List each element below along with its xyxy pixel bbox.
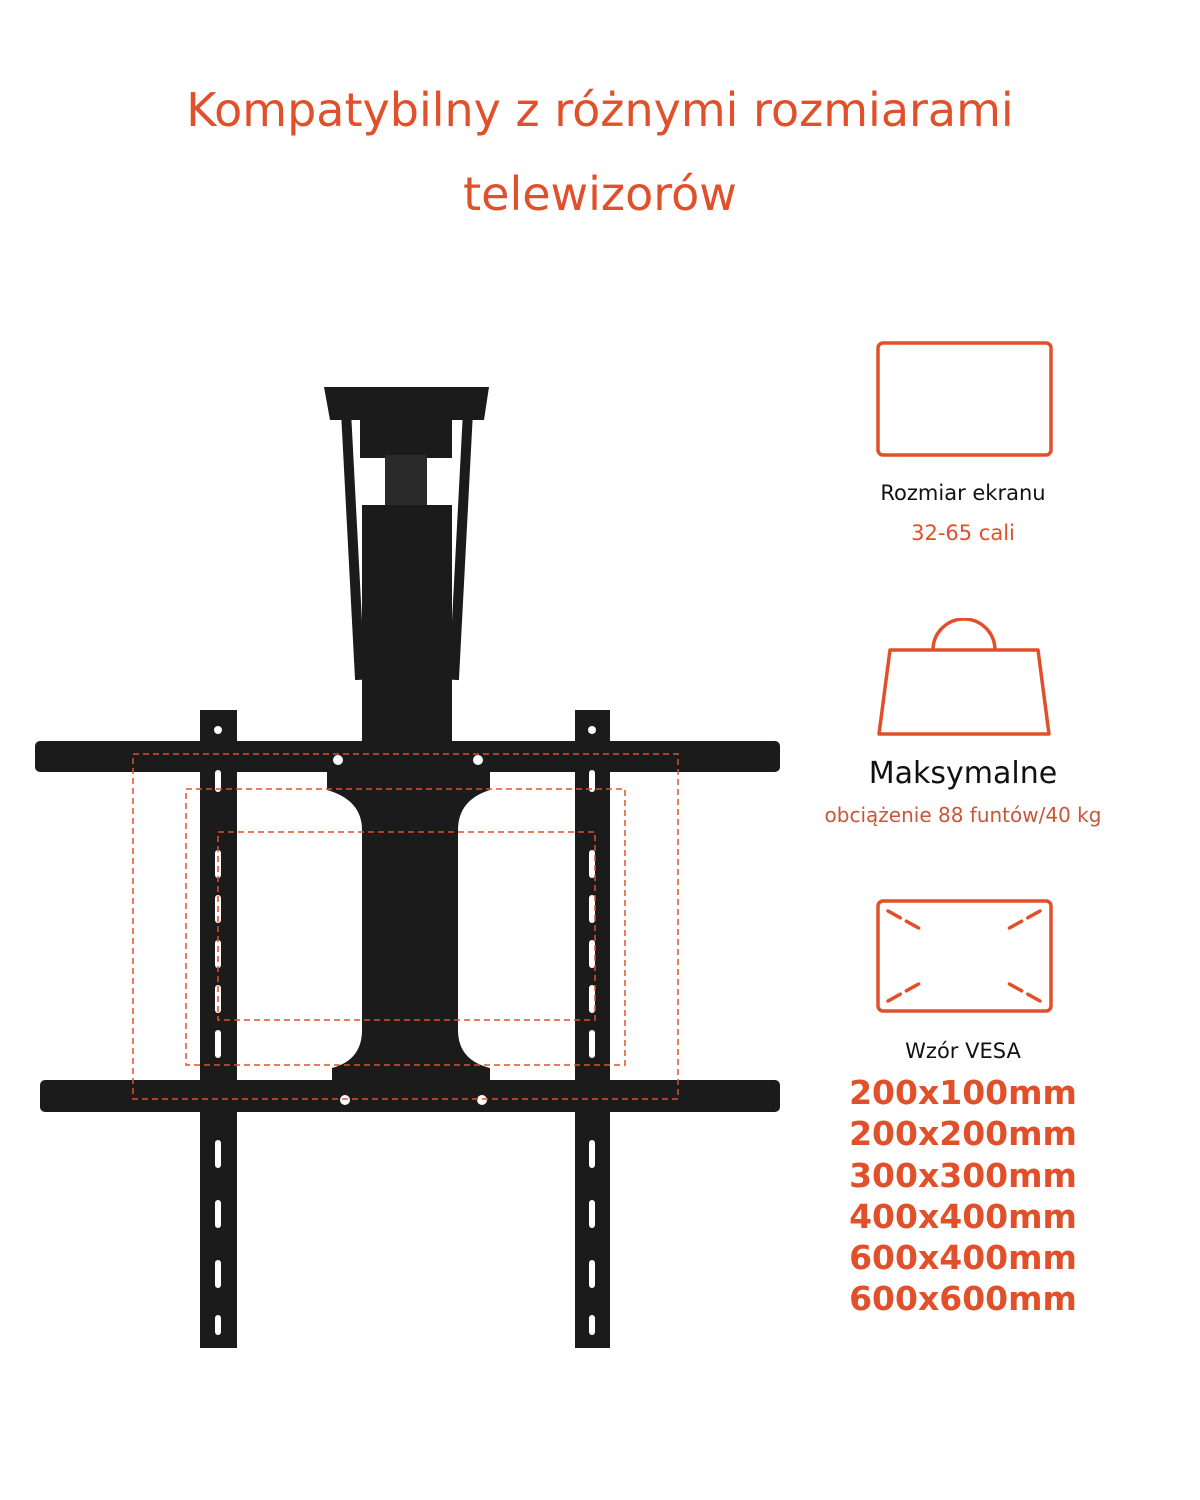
screen-icon [876,341,1053,457]
vesa-sizes-list: 200x100mm 200x200mm 300x300mm 400x400mm … [793,1072,1133,1320]
vesa-size: 200x100mm [849,1073,1077,1112]
title-line-2: telewizorów [463,167,737,221]
screen-size-label: Rozmiar ekranu [880,481,1046,505]
screen-size-value: 32-65 cali [911,521,1015,545]
vesa-size: 600x600mm [849,1279,1077,1319]
title-line-1: Kompatybilny z różnymi rozmiarami [186,83,1014,137]
max-load-label: Maksymalne [868,756,1058,791]
tv-ceiling-mount-image [35,387,780,1348]
weight-icon [877,618,1051,736]
vesa-icon [876,899,1053,1013]
vesa-label: Wzór VESA [905,1039,1021,1063]
vesa-size: 400x400mm [849,1196,1077,1236]
max-load-value: obciążenie 88 funtów/40 kg [824,803,1102,827]
vesa-size: 300x300mm [849,1155,1077,1195]
vesa-size: 600x400mm [849,1238,1077,1278]
vesa-size: 200x200mm [849,1114,1077,1154]
